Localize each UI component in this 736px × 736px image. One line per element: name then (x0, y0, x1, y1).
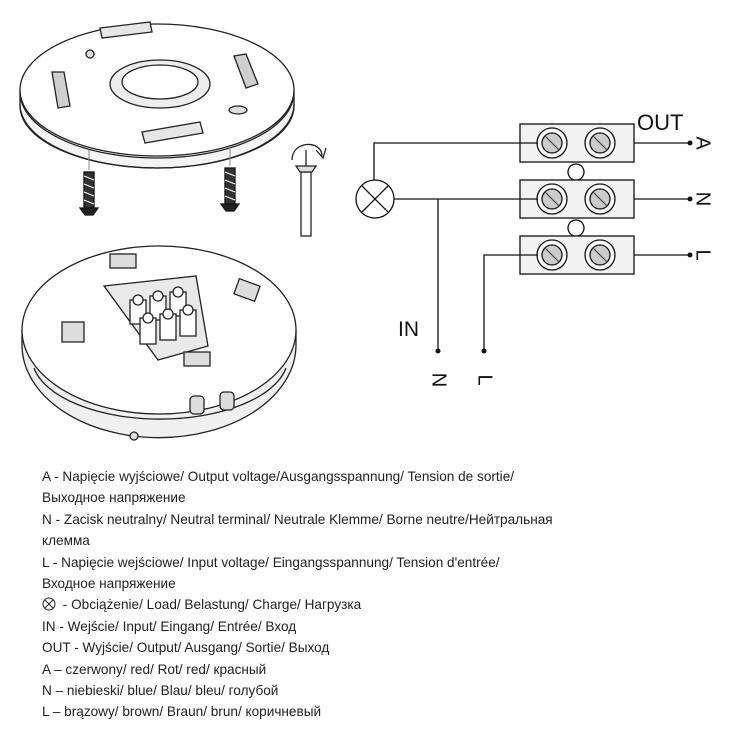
legend-line: OUT - Wyjście/ Output/ Ausgang/ Sortie/ … (42, 640, 330, 656)
legend-line: N – niebieski/ blue/ Blau/ bleu/ голубой (42, 683, 279, 699)
out-label: OUT (637, 110, 683, 135)
screwdriver-icon (291, 143, 327, 237)
legend-line: IN - Wejście/ Input/ Eingang/ Entrée/ Вх… (42, 618, 297, 634)
legend-line: клемма (42, 533, 90, 549)
wires (373, 142, 690, 350)
legend-line: Выходное напряжение (42, 490, 186, 506)
terminal-l-label: L (692, 249, 714, 260)
supply-l-label: L (474, 374, 496, 385)
legend-line: L - Napięcie wejściowe/ Input voltage/ E… (42, 554, 500, 570)
load-icon (42, 597, 56, 611)
legend-line: A - Napięcie wyjściowe/ Output voltage/A… (42, 469, 515, 484)
legend-line: N - Zacisk neutralny/ Neutral terminal/ … (42, 511, 553, 527)
legend-line: L – brązowy/ brown/ Braun/ brun/ коричне… (42, 704, 322, 720)
in-label: IN (398, 318, 419, 341)
legend-line: Входное напряжение (42, 576, 176, 592)
terminal-block (519, 123, 635, 275)
load-symbol (355, 179, 395, 219)
terminal-n-label: N (692, 192, 714, 206)
device-base (21, 245, 297, 441)
device-cover (19, 21, 295, 169)
wire-end-dots (435, 140, 693, 354)
screw-right (219, 146, 241, 212)
legend: A - Napięcie wyjściowe/ Output voltage/A… (42, 466, 702, 723)
legend-load-text: - Obciążenie/ Load/ Belastung/ Charge/ Н… (59, 597, 362, 613)
screw-left (78, 150, 100, 216)
supply-n-label: N (428, 373, 450, 387)
terminal-a-label: A (692, 136, 714, 150)
legend-load-line: - Obciążenie/ Load/ Belastung/ Charge/ Н… (42, 594, 702, 615)
legend-line: A – czerwony/ red/ Rot/ red/ красный (42, 661, 267, 677)
wiring-diagram: OUT IN A N L N L (19, 21, 714, 441)
